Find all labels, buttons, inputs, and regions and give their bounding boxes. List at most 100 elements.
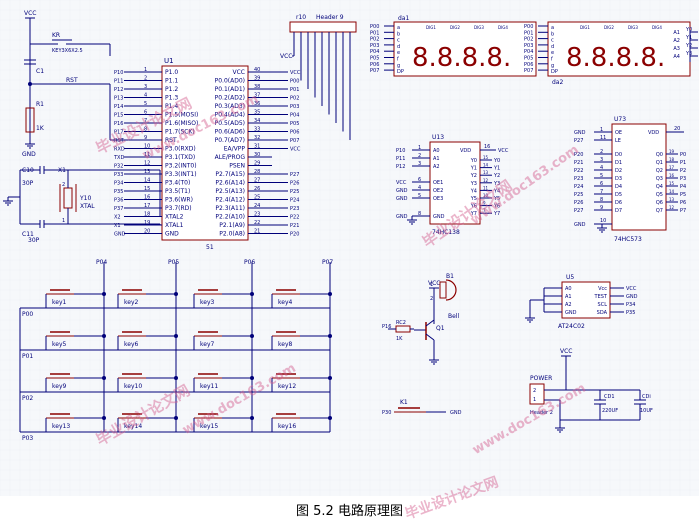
rnet-header (289, 21, 357, 33)
latch-in-label: D5 (615, 192, 622, 198)
latch-out-label: Q0 (656, 152, 663, 158)
buzzer-net: P16 (382, 324, 391, 330)
latch-out-net: P4 (680, 184, 686, 190)
latch-out-net: P5 (680, 192, 686, 198)
mcu-right-pin-number: 28 (254, 169, 260, 175)
res-r1-label: R1 (36, 101, 44, 108)
junction-dot (174, 376, 178, 380)
mcu-left-pin-number: 14 (144, 178, 150, 184)
decoder-out-pin-number: 11 (483, 185, 489, 190)
latch-in-net: P23 (574, 176, 583, 182)
figure-caption: 图 5.2 电路原理图 (296, 504, 403, 519)
latch-top-label: LE (615, 138, 621, 144)
decoder-out-label: Y7 (470, 211, 477, 217)
mcu-right-pin-number: 29 (254, 161, 260, 167)
latch-in-label: D4 (615, 184, 622, 190)
crystal-x1-label: X1 (58, 167, 66, 174)
cap-cd2-label: CDi (642, 394, 651, 400)
mcu-left-pin-number: 3 (144, 84, 147, 90)
mcu-left-net-label: P11 (114, 79, 123, 85)
mcu-right-pin-number: 24 (254, 203, 260, 209)
decoder-out-label: Y1 (470, 166, 477, 172)
decoder-in-label: A0 (433, 148, 440, 154)
mcu-right-pin-number: 33 (254, 127, 260, 133)
display-seg-pin-label: g (397, 63, 400, 69)
latch-in-label: D7 (615, 208, 622, 214)
mcu-right-pin-label: VCC (233, 69, 245, 76)
mcu-left-pin-label: P3.4(T0) (165, 180, 190, 187)
latch-in-net: P21 (574, 160, 583, 166)
decoder-out-pin-number: 7 (483, 208, 486, 213)
mcu-left-net-label: P32 (114, 164, 123, 170)
keypad-row-label: P02 (22, 395, 33, 402)
decoder-out-label: Y6 (470, 204, 477, 210)
buzzer-pin2: 2 (430, 296, 433, 302)
power-pin2: 2 (533, 388, 536, 394)
decoder-in-label: OE3 (433, 196, 443, 202)
display-com-net: Y1 (685, 35, 692, 41)
reset-key-label: KR (52, 32, 60, 39)
transistor-collector (425, 319, 435, 327)
cap-cd1-value: 220UF (602, 408, 618, 414)
display-dig-label: DIG2 (604, 25, 614, 30)
latch-in-pin-number: 6 (600, 181, 603, 187)
power-vcc-label: VCC (560, 348, 572, 355)
junction-dot (102, 416, 106, 420)
eeprom-left-label: GND (565, 310, 577, 316)
mcu-right-net-label: P22 (290, 215, 299, 221)
k1-ref: K1 (400, 399, 408, 406)
mcu-left-pin-number: 17 (144, 203, 150, 209)
mcu-left-pin-number: 6 (144, 110, 147, 116)
keypad-col-label: P07 (322, 259, 333, 266)
latch-out-label: Q4 (656, 184, 663, 190)
eeprom-right-label: SDA (597, 310, 608, 316)
latch-out-pin-number: 17 (669, 165, 675, 170)
mcu-u1-ref: U1 (164, 57, 174, 65)
mcu-u1-body (161, 65, 249, 241)
junction-dot (250, 292, 254, 296)
decoder-in-label: OE2 (433, 188, 443, 194)
decoder-vdd-pin-number: 16 (484, 144, 490, 150)
display-com-label: A3 (673, 46, 680, 52)
latch-out-pin-number: 14 (669, 189, 675, 194)
keypad-key-label: key3 (200, 299, 215, 306)
mcu-right-pin-number: 31 (254, 144, 260, 150)
mcu-left-pin-number: 5 (144, 101, 147, 107)
mcu-right-net-label: P26 (290, 181, 299, 187)
latch-top-net: GND (574, 130, 586, 136)
eeprom-left-label: A0 (565, 286, 572, 292)
latch-out-label: Q3 (656, 176, 663, 182)
latch-out-pin-number: 15 (669, 181, 675, 186)
mcu-right-pin-number: 39 (254, 76, 260, 82)
cap-c1-label: C1 (36, 68, 44, 75)
mcu-right-pin-number: 38 (254, 84, 260, 90)
cap-cd1-label: CD1 (604, 394, 615, 400)
mcu-right-net-label: P23 (290, 206, 299, 212)
keypad-col-label: P04 (96, 259, 107, 266)
keypad-key-label: key5 (52, 341, 67, 348)
mcu-left-pin-label: GND (165, 231, 179, 238)
display-dig-label: DIG4 (652, 25, 662, 30)
mcu-left-pin-label: P1.1 (165, 78, 178, 85)
mcu-left-pin-number: 18 (144, 212, 150, 218)
mcu-left-pin-label: XTAL1 (165, 222, 184, 229)
latch-out-net: P1 (680, 160, 686, 166)
decoder-in-label: A2 (433, 164, 440, 170)
latch-in-pin-number: 3 (600, 157, 603, 163)
mcu-right-pin-label: P0.1(AD1) (215, 86, 245, 93)
display-seg-pin-label: c (551, 38, 554, 44)
cap-c10-label: C10 (22, 167, 34, 174)
mcu-left-pin-number: 20 (144, 229, 150, 235)
mcu-left-pin-label: P1.0 (165, 69, 178, 76)
resistor-rc2-value: 1K (396, 336, 403, 342)
decoder-in-net: P12 (396, 164, 405, 170)
mcu-u1-part: 51 (206, 244, 214, 251)
mcu-left-net-label: P17 (114, 130, 123, 136)
mcu-right-pin-label: P2.6(A14) (215, 180, 245, 187)
decoder-out-net: Y7 (493, 211, 500, 217)
mcu-left-pin-number: 7 (144, 118, 147, 124)
latch-in-label: D6 (615, 200, 622, 206)
mcu-left-pin-label: P1.6(MISO) (165, 120, 198, 127)
display-seg-net: P07 (370, 68, 379, 74)
latch-top-pin-number: 11 (600, 135, 606, 141)
